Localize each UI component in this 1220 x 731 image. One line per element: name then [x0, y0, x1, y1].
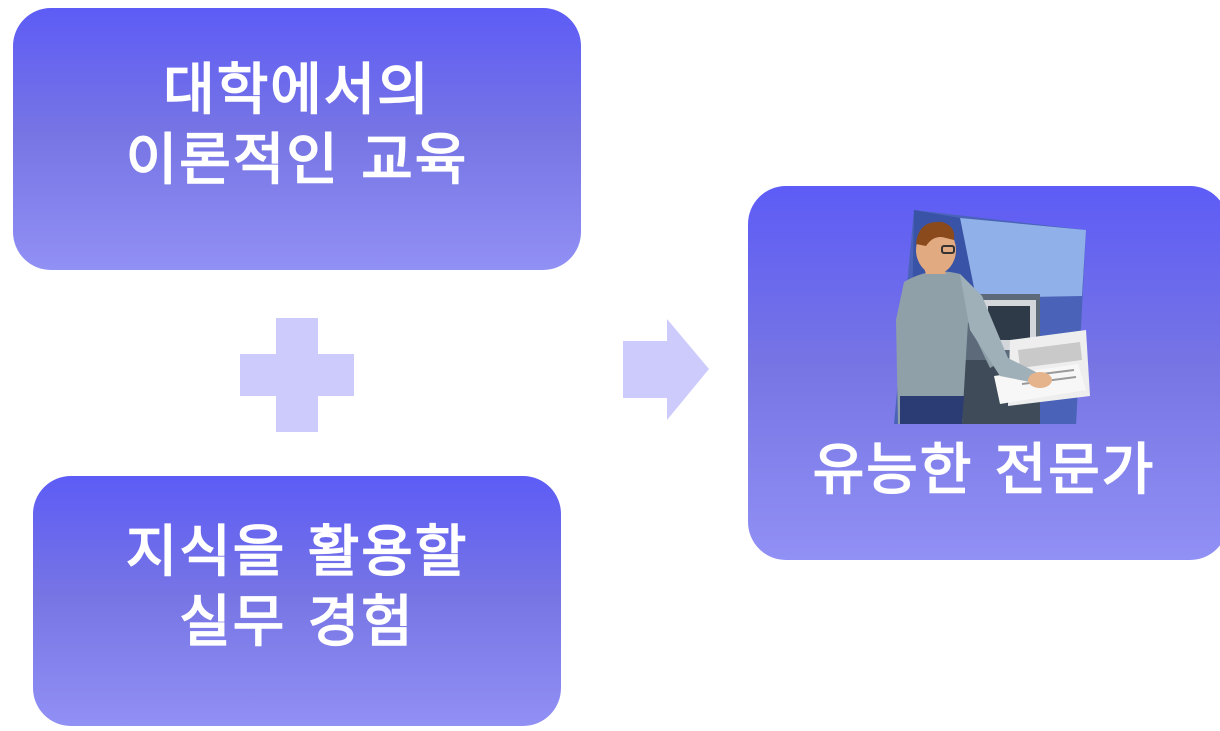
- theory-box-line1: 대학에서의: [163, 58, 431, 123]
- result-box-label: 유능한 전문가: [812, 438, 1156, 503]
- theory-education-box: 대학에서의 이론적인 교육: [13, 8, 581, 270]
- theory-box-line2: 이론적인 교육: [125, 128, 469, 193]
- competent-professional-box: 유능한 전문가: [748, 186, 1220, 560]
- practice-box-line2: 실무 경험: [179, 590, 415, 655]
- office-worker-clipart-icon: [894, 210, 1090, 424]
- plus-icon-horizontal-bar: [240, 354, 354, 396]
- practical-experience-box: 지식을 활용할 실무 경험: [33, 476, 561, 726]
- plus-icon: [240, 318, 354, 432]
- arrow-right-icon: [623, 319, 709, 420]
- practice-box-line1: 지식을 활용할: [125, 520, 469, 585]
